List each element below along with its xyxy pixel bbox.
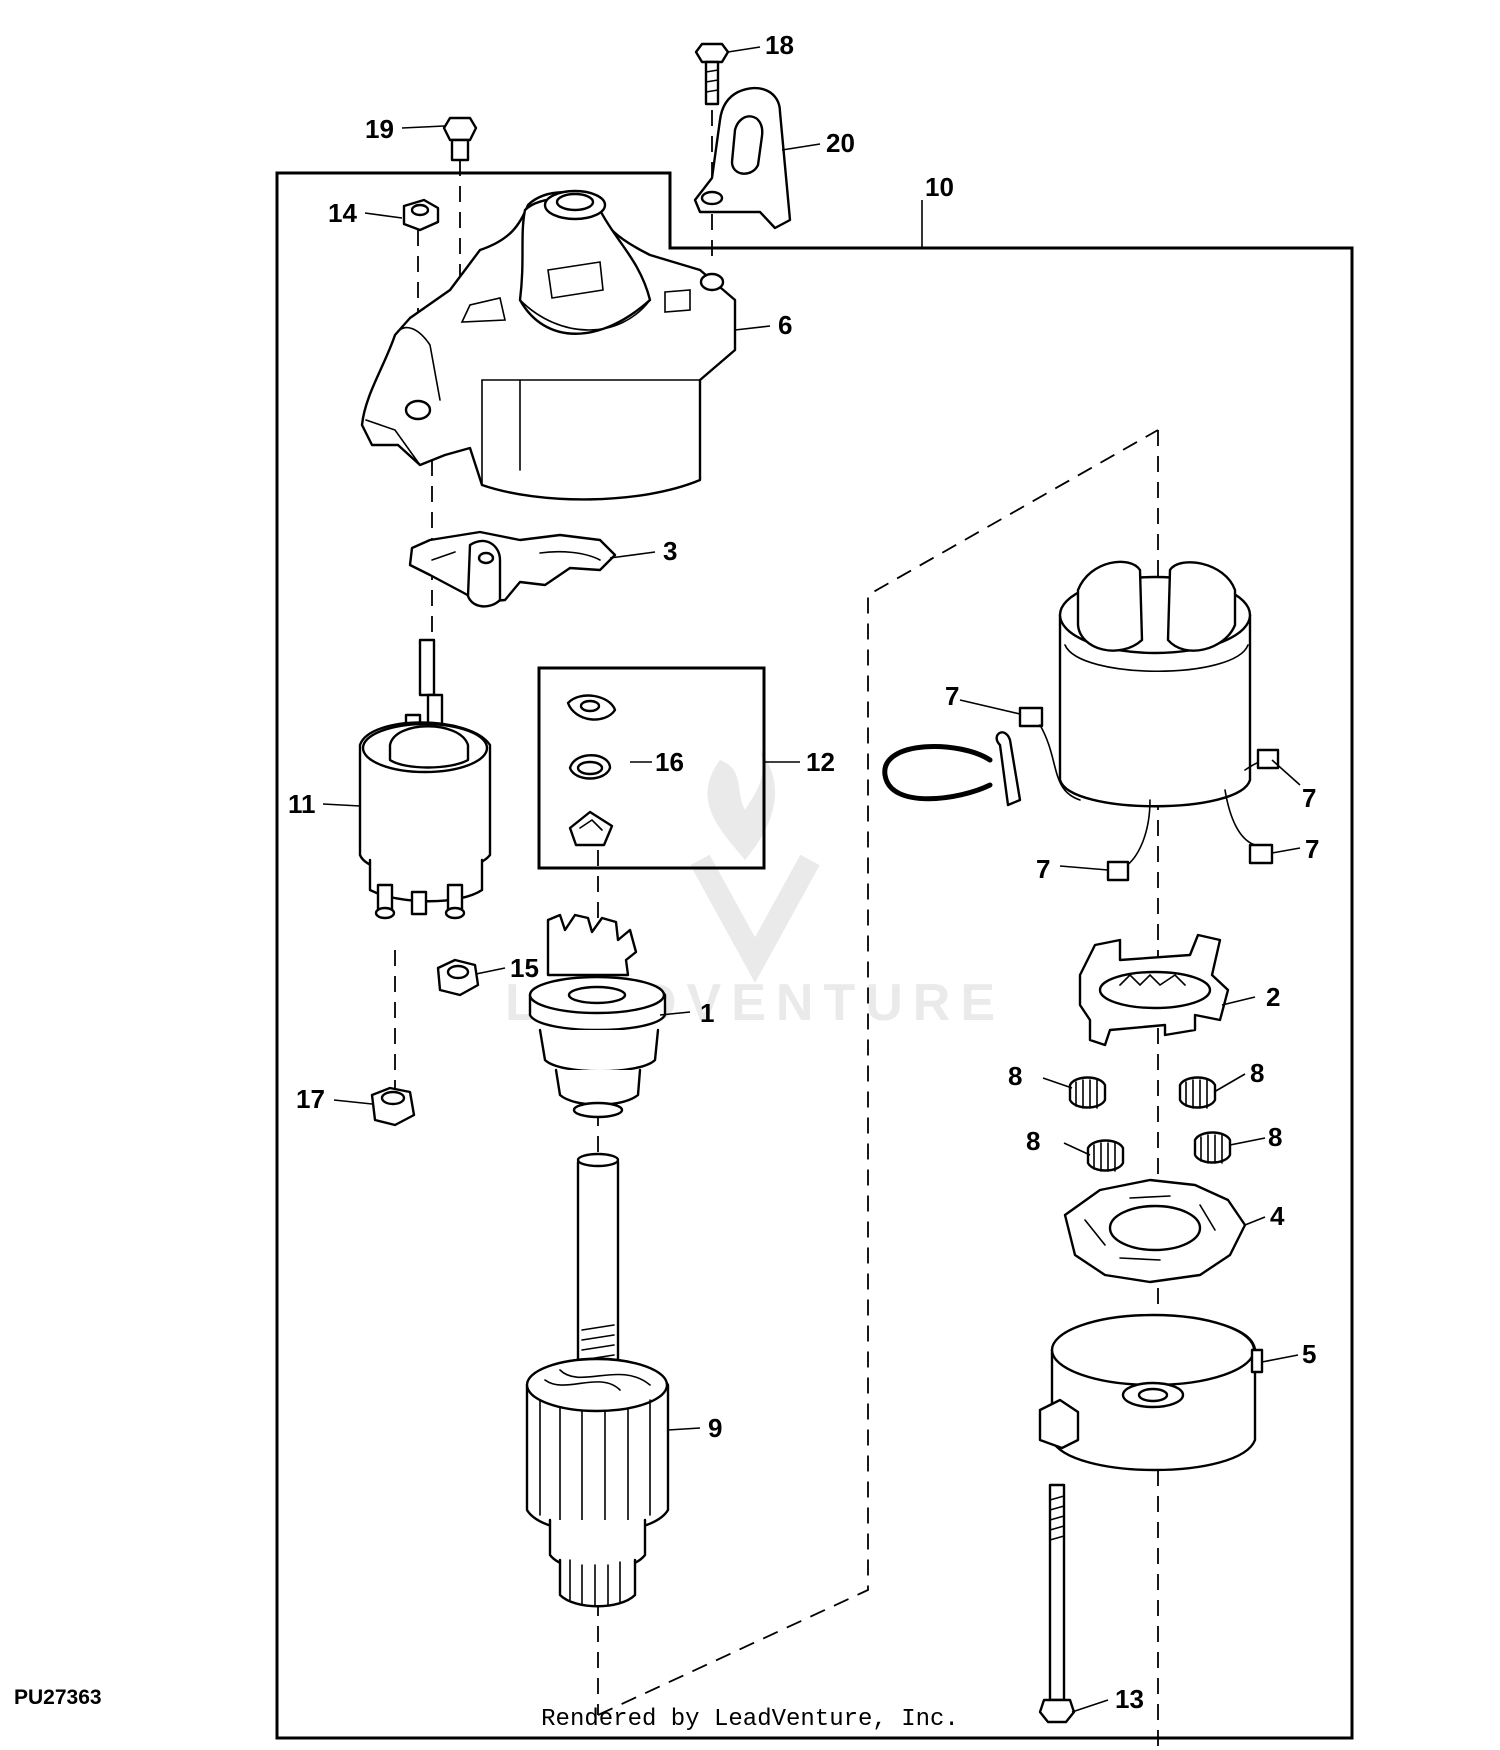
callout-11: 11	[288, 789, 316, 819]
callout-7b: 7	[1302, 783, 1316, 813]
callout-15: 15	[510, 953, 539, 983]
brush-spring-8a	[1068, 1076, 1107, 1109]
callout-18: 18	[765, 30, 794, 60]
callout-7a: 7	[945, 681, 959, 711]
callout-13: 13	[1115, 1684, 1144, 1714]
brush-spring-8c	[1086, 1139, 1125, 1172]
callout-9: 9	[708, 1413, 722, 1443]
callout-3: 3	[663, 536, 677, 566]
nut-17	[370, 1086, 416, 1127]
callout-5: 5	[1302, 1339, 1316, 1369]
assembly-frame	[275, 171, 1354, 1740]
callout-16: 16	[655, 747, 684, 777]
callout-10: 10	[925, 172, 954, 202]
callout-12: 12	[806, 747, 835, 777]
through-bolt-13	[1038, 1483, 1076, 1724]
callout-8d: 8	[1268, 1122, 1282, 1152]
armature-9	[525, 1152, 670, 1608]
callout-20: 20	[826, 128, 855, 158]
kit-box-12	[537, 666, 766, 870]
callout-17: 17	[296, 1084, 325, 1114]
screw-18	[694, 42, 730, 106]
callout-7c: 7	[1305, 834, 1319, 864]
callout-8c: 8	[1026, 1126, 1040, 1156]
bracket-20	[693, 86, 792, 230]
callout-2: 2	[1266, 982, 1280, 1012]
solenoid-11	[358, 638, 492, 920]
callout-14: 14	[328, 198, 357, 228]
callout-8b: 8	[1250, 1058, 1264, 1088]
callout-6: 6	[778, 310, 792, 340]
brush-spring-8b	[1178, 1076, 1217, 1109]
callout-19: 19	[365, 114, 394, 144]
field-frame-10	[882, 560, 1280, 882]
figure-code: PU27363	[14, 1686, 102, 1709]
callout-1: 1	[700, 998, 714, 1028]
shift-lever-3	[408, 530, 617, 608]
drive-pinion-1	[528, 913, 667, 1119]
callout-8a: 8	[1008, 1061, 1022, 1091]
nut-15	[436, 958, 480, 997]
bolt-19	[442, 116, 478, 162]
brush-plate-4	[1063, 1178, 1247, 1284]
callout-4: 4	[1270, 1201, 1285, 1231]
kit-parts-12	[566, 694, 617, 847]
brush-holder-2	[1078, 933, 1230, 1047]
end-cap-5	[1038, 1313, 1264, 1472]
drive-housing-6	[360, 189, 737, 501]
nut-14	[402, 198, 440, 232]
callout-labels: 18 20 19 10 14 6 3 7 16 12 11 7 7 7 15 2…	[288, 30, 1319, 1714]
leader-lines	[322, 46, 1301, 1713]
callout-7d: 7	[1036, 854, 1050, 884]
brush-spring-8d	[1193, 1131, 1232, 1164]
render-credit: Rendered by LeadVenture, Inc.	[541, 1706, 959, 1733]
